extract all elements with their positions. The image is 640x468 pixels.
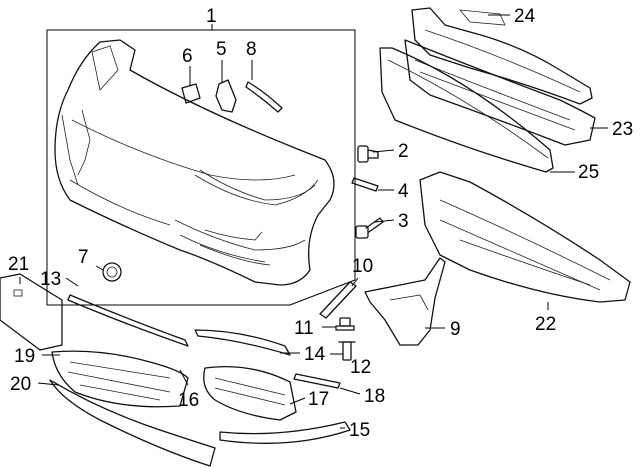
- part-7-sensor[interactable]: [102, 262, 122, 282]
- callout-19: 19: [14, 346, 35, 367]
- callout-25: 25: [578, 162, 599, 183]
- callout-18: 18: [364, 386, 385, 407]
- part-18-strip[interactable]: [293, 373, 341, 389]
- callout-4: 4: [398, 181, 409, 202]
- callout-9: 9: [450, 319, 461, 340]
- part-25-absorber[interactable]: [379, 47, 554, 173]
- callout-8: 8: [246, 39, 257, 60]
- part-10-molding[interactable]: [319, 281, 357, 319]
- callout-21: 21: [8, 254, 29, 275]
- callout-6: 6: [182, 46, 193, 67]
- part-21-license-bracket[interactable]: [0, 273, 63, 351]
- callout-20: 20: [10, 374, 31, 395]
- part-2-bolt[interactable]: [357, 145, 379, 163]
- callout-3: 3: [398, 211, 409, 232]
- part-9-bracket[interactable]: [364, 257, 446, 346]
- callout-13: 13: [40, 269, 61, 290]
- callout-17: 17: [308, 389, 329, 410]
- bumper-cover-frame: [46, 29, 356, 306]
- callout-12: 12: [350, 357, 371, 378]
- part-4-strip[interactable]: [351, 177, 379, 192]
- part-19-lower-grille[interactable]: [51, 350, 189, 408]
- callout-10: 10: [352, 256, 373, 277]
- part-3-bolt[interactable]: [355, 217, 384, 239]
- part-13-strip[interactable]: [67, 294, 189, 347]
- callout-11: 11: [294, 318, 314, 339]
- part-8[interactable]: [245, 81, 283, 113]
- callout-15: 15: [349, 420, 370, 441]
- part-5[interactable]: [215, 79, 237, 113]
- callout-7: 7: [78, 247, 89, 268]
- part-bumper-cover[interactable]: [54, 39, 335, 286]
- callout-16: 16: [178, 390, 199, 411]
- part-12-fastener[interactable]: [338, 341, 356, 361]
- callout-22: 22: [535, 314, 556, 335]
- callout-1: 1: [206, 6, 217, 27]
- part-15-molding[interactable]: [219, 421, 351, 444]
- callout-14: 14: [304, 344, 326, 365]
- callout-labels: 1 2 3 4 5 6 7 8 9 10 11 12 13 14 15 16 1…: [8, 6, 633, 441]
- part-24-upper-support[interactable]: [411, 7, 593, 105]
- callout-24: 24: [514, 6, 536, 27]
- part-11-fastener[interactable]: [335, 317, 355, 331]
- part-22-splash-shield[interactable]: [419, 171, 631, 303]
- callout-5: 5: [216, 39, 227, 60]
- part-14-trim[interactable]: [194, 329, 291, 356]
- callout-2: 2: [398, 141, 409, 162]
- callout-23: 23: [612, 119, 633, 140]
- part-20-lower-trim[interactable]: [49, 379, 216, 467]
- leader-lines: [19, 14, 608, 429]
- part-6[interactable]: [181, 83, 201, 104]
- part-17-fog-grille[interactable]: [203, 365, 297, 421]
